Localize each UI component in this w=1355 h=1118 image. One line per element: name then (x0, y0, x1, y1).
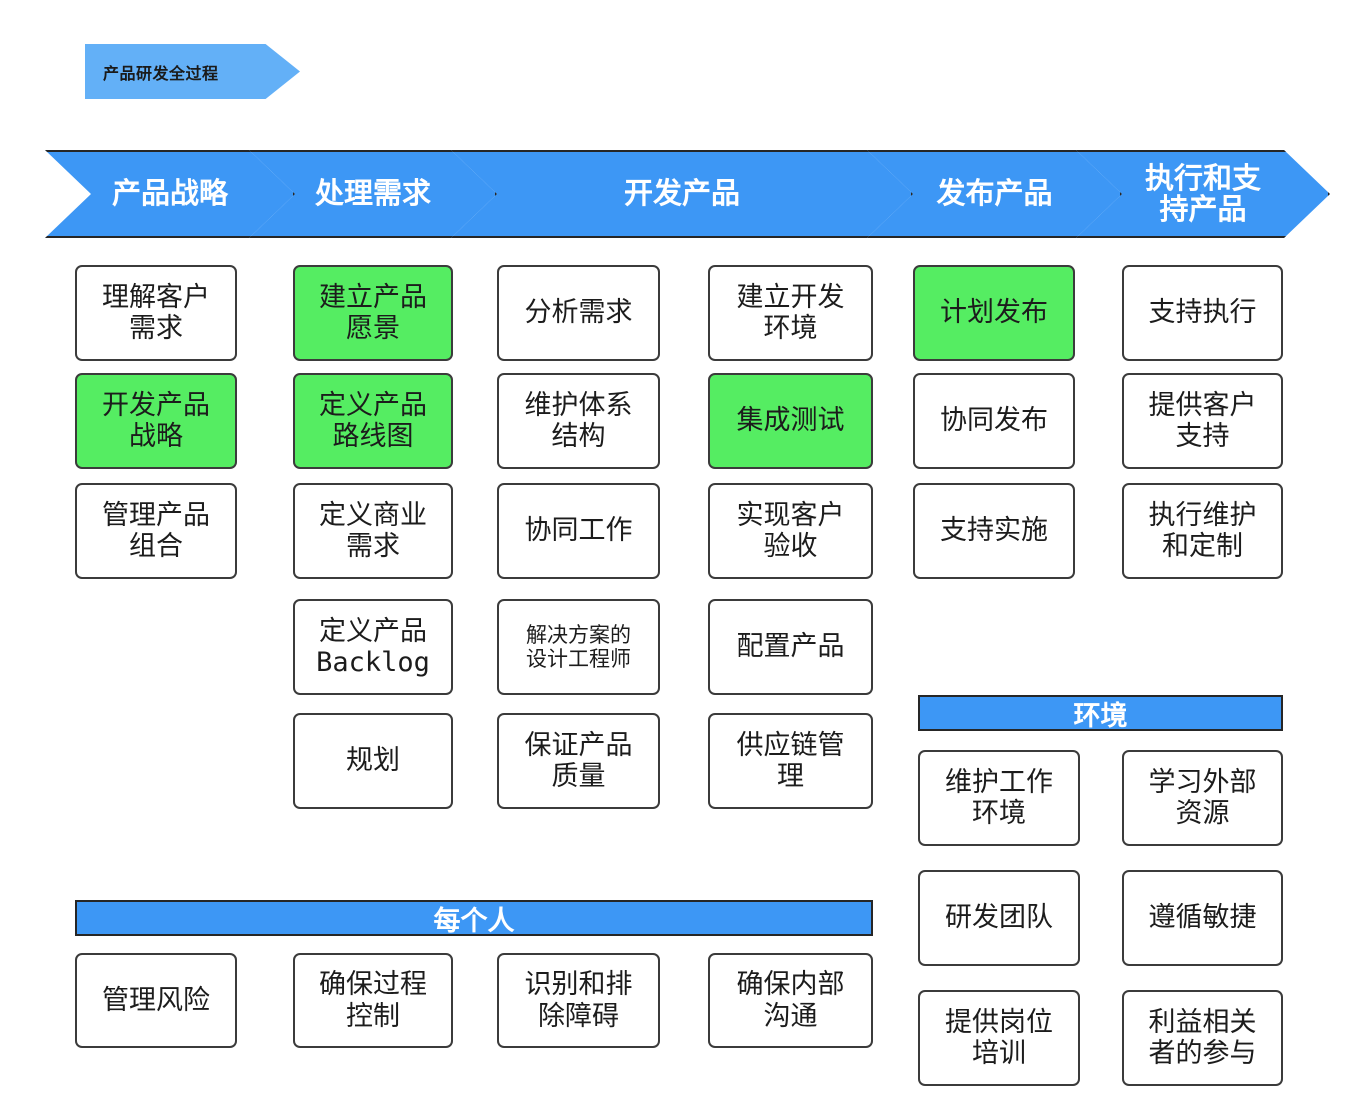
task-box-label: 执行维护和定制 (1148, 499, 1257, 562)
title-chevron-banner: 产品研发全过程 (85, 44, 300, 99)
phase-band: 产品战略 处理需求 开发产品 发布产品 执行和支持产品 (45, 150, 1330, 238)
task-box-label: 确保内部沟通 (736, 969, 845, 1032)
task-box-develop-product-a-4[interactable]: 解决方案的设计工程师 (497, 599, 660, 695)
task-box-execute-support-product-3[interactable]: 执行维护和定制 (1122, 483, 1283, 579)
phase-chevron-shape (451, 150, 913, 238)
task-box-execute-support-product-2[interactable]: 提供客户支持 (1122, 373, 1283, 469)
task-box-develop-product-b-5[interactable]: 供应链管理 (708, 713, 873, 809)
task-box-label: 识别和排除障碍 (524, 969, 633, 1032)
task-box-product-strategy-3[interactable]: 管理产品组合 (75, 483, 237, 579)
task-box-release-product-2[interactable]: 协同发布 (913, 373, 1075, 469)
task-box-label: 定义产品路线图 (319, 389, 427, 452)
task-box-handle-requirements-5[interactable]: 规划 (293, 713, 453, 809)
phase-chevron-label: 处理需求 (314, 176, 431, 211)
task-box-label: 管理风险 (102, 984, 210, 1016)
task-box-handle-requirements-2[interactable]: 定义产品路线图 (293, 373, 453, 469)
task-box-everyone-3[interactable]: 识别和排除障碍 (497, 953, 660, 1048)
task-box-environment-4[interactable]: 遵循敏捷 (1122, 870, 1283, 966)
task-box-handle-requirements-1[interactable]: 建立产品愿景 (293, 265, 453, 361)
task-box-release-product-3[interactable]: 支持实施 (913, 483, 1075, 579)
task-box-develop-product-a-3[interactable]: 协同工作 (497, 483, 660, 579)
task-box-product-strategy-1[interactable]: 理解客户需求 (75, 265, 237, 361)
task-box-execute-support-product-1[interactable]: 支持执行 (1122, 265, 1283, 361)
phase-chevron-1[interactable]: 产品战略 (45, 150, 295, 238)
task-box-label: 解决方案的设计工程师 (526, 622, 631, 671)
phase-chevron-label: 开发产品 (623, 176, 740, 211)
task-box-environment-1[interactable]: 维护工作环境 (918, 750, 1080, 846)
title-chevron-label: 产品研发全过程 (103, 63, 219, 83)
task-box-label: 计划发布 (940, 297, 1048, 329)
task-box-label: 维护体系结构 (524, 389, 633, 452)
task-box-label: 利益相关者的参与 (1148, 1006, 1257, 1069)
task-box-environment-3[interactable]: 研发团队 (918, 870, 1080, 966)
task-box-environment-5[interactable]: 提供岗位培训 (918, 990, 1080, 1086)
task-box-develop-product-b-3[interactable]: 实现客户验收 (708, 483, 873, 579)
task-box-label: 建立开发环境 (736, 281, 845, 344)
task-box-develop-product-b-4[interactable]: 配置产品 (708, 599, 873, 695)
task-box-label: 学习外部资源 (1148, 766, 1257, 829)
task-box-label: 维护工作环境 (945, 766, 1053, 829)
task-box-product-strategy-2[interactable]: 开发产品战略 (75, 373, 237, 469)
task-box-environment-2[interactable]: 学习外部资源 (1122, 750, 1283, 846)
task-box-everyone-4[interactable]: 确保内部沟通 (708, 953, 873, 1048)
task-box-develop-product-a-1[interactable]: 分析需求 (497, 265, 660, 361)
task-box-label: 提供客户支持 (1148, 389, 1257, 452)
task-box-label: 提供岗位培训 (945, 1006, 1053, 1069)
task-box-label: 实现客户验收 (736, 499, 845, 562)
task-box-label: 定义商业需求 (319, 499, 427, 562)
phase-chevron-3[interactable]: 开发产品 (451, 150, 913, 238)
phase-chevron-5[interactable]: 执行和支持产品 (1076, 150, 1330, 238)
task-box-label: 管理产品组合 (102, 499, 210, 562)
task-box-label: 规划 (346, 745, 400, 777)
phase-chevron-label: 执行和支持产品 (1144, 160, 1261, 226)
task-box-label: 配置产品 (736, 631, 845, 663)
task-box-label: 集成测试 (736, 405, 845, 437)
task-box-label: 支持执行 (1148, 297, 1257, 329)
phase-chevron-label: 发布产品 (936, 176, 1053, 211)
task-box-label: 保证产品质量 (524, 729, 633, 792)
phase-chevron-label: 产品战略 (111, 176, 228, 211)
task-box-label: 分析需求 (524, 297, 633, 329)
task-box-develop-product-b-1[interactable]: 建立开发环境 (708, 265, 873, 361)
group-header-everyone: 每个人 (75, 900, 873, 937)
group-header-environment: 环境 (918, 695, 1283, 732)
task-box-release-product-1[interactable]: 计划发布 (913, 265, 1075, 361)
task-box-label: 供应链管理 (736, 729, 845, 792)
task-box-label: 理解客户需求 (102, 281, 210, 344)
task-box-label: 开发产品战略 (102, 389, 210, 452)
task-box-label: 确保过程控制 (319, 969, 427, 1032)
task-box-everyone-1[interactable]: 管理风险 (75, 953, 237, 1048)
task-box-label: 协同工作 (524, 515, 633, 547)
task-box-label: 建立产品愿景 (319, 281, 427, 344)
task-box-handle-requirements-3[interactable]: 定义商业需求 (293, 483, 453, 579)
task-box-environment-6[interactable]: 利益相关者的参与 (1122, 990, 1283, 1086)
task-box-label: 遵循敏捷 (1148, 902, 1257, 934)
task-box-label: 协同发布 (940, 405, 1048, 437)
task-box-develop-product-a-5[interactable]: 保证产品质量 (497, 713, 660, 809)
task-box-label: 研发团队 (945, 902, 1053, 934)
task-box-everyone-2[interactable]: 确保过程控制 (293, 953, 453, 1048)
task-box-label: 支持实施 (940, 515, 1048, 547)
task-box-develop-product-a-2[interactable]: 维护体系结构 (497, 373, 660, 469)
task-box-develop-product-b-2[interactable]: 集成测试 (708, 373, 873, 469)
